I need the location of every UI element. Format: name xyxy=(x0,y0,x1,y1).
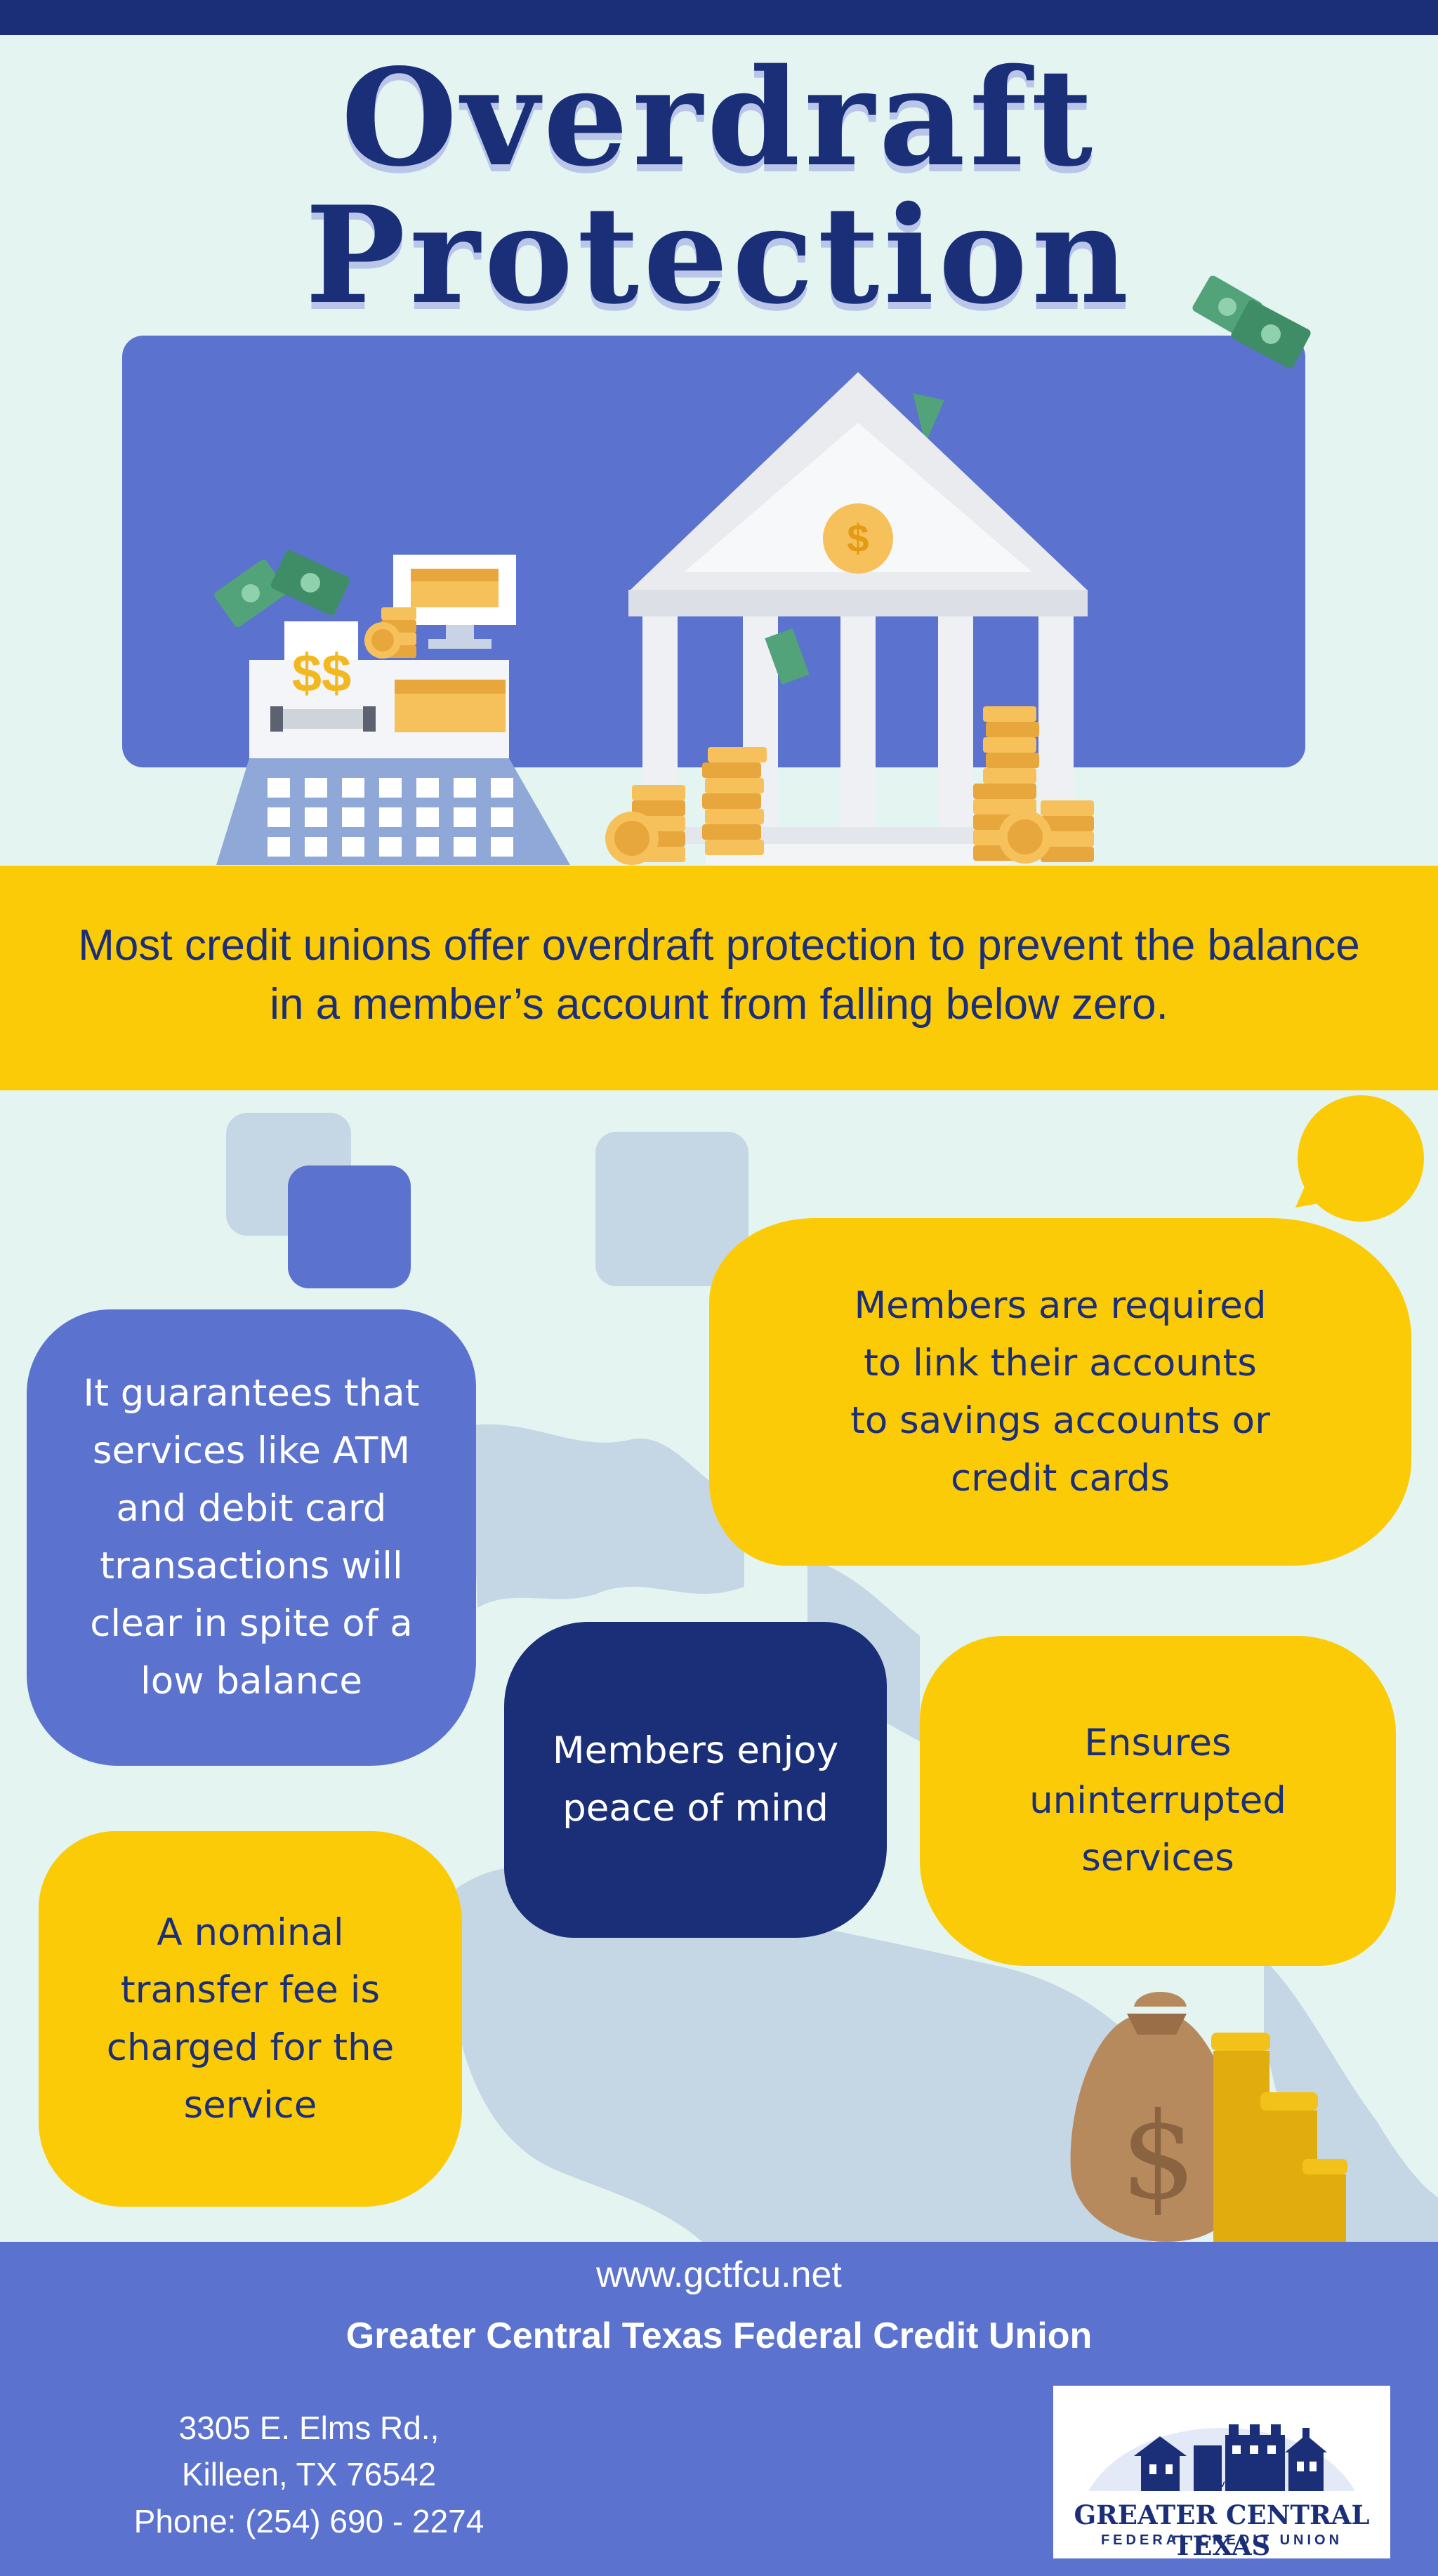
cash-register-icon xyxy=(214,550,570,865)
info-bubble-transfer-fee: A nominal transfer fee is charged for th… xyxy=(39,1831,462,2207)
bubble-line: peace of mind xyxy=(562,1787,829,1830)
info-bubble-peace-of-mind: Members enjoy peace of mind xyxy=(504,1622,887,1938)
address-line-1: 3305 E. Elms Rd., xyxy=(178,2410,440,2446)
bubble-line: to savings accounts or xyxy=(850,1399,1270,1442)
logo-skyline-icon xyxy=(1088,2424,1355,2491)
website-link[interactable]: www.gctfcu.net xyxy=(596,2254,842,2295)
address-line-2: Killeen, TX 76542 xyxy=(181,2456,437,2492)
bubble-line: charged for the xyxy=(106,2026,395,2069)
intro-band xyxy=(0,866,1438,1090)
bubble-line: services like ATM xyxy=(92,1429,411,1472)
bubble-line: Ensures xyxy=(1084,1722,1232,1764)
credit-union-logo xyxy=(1053,2386,1390,2558)
info-bubble-uninterrupted: Ensures uninterrupted services xyxy=(920,1636,1396,1966)
organization-name: Greater Central Texas Federal Credit Uni… xyxy=(345,2316,1093,2356)
phone-number: Phone: (254) 690 - 2274 xyxy=(133,2503,484,2539)
coin-stacks-icon xyxy=(605,706,1094,865)
bubble-line: to link their accounts xyxy=(864,1341,1257,1385)
bubble-line: service xyxy=(183,2083,317,2127)
bubble-line: clear in spite of a xyxy=(90,1602,413,1645)
top-bar xyxy=(0,0,1438,35)
bubble-line: A nominal xyxy=(157,1910,344,1954)
title-line-1: Overdraft xyxy=(341,39,1097,196)
bubble-line: services xyxy=(1081,1837,1234,1880)
decorative-square xyxy=(288,1165,411,1288)
money-bag-dollar-glyph: $ xyxy=(1121,2087,1196,2226)
intro-text: Most credit unions offer overdraft prote… xyxy=(78,921,1360,1029)
decorative-background: $ xyxy=(226,1095,1438,2242)
bubble-line: and debit card xyxy=(116,1487,387,1530)
bubble-line: transactions will xyxy=(100,1545,403,1587)
info-bubble-guarantee: It guarantees that services like ATM and… xyxy=(27,1309,476,1766)
logo-serving-text: SERVING xyxy=(1201,2481,1242,2489)
money-bag-icon xyxy=(1070,1992,1347,2242)
bubble-line: It guarantees that xyxy=(83,1372,420,1415)
page-title: Overdraft Protection xyxy=(0,49,1438,324)
speech-bubble-icon xyxy=(1295,1095,1424,1222)
bubble-line: low balance xyxy=(140,1660,362,1703)
register-dollar-glyph: $$ xyxy=(292,644,352,704)
logo-name-text: GREATER CENTRAL TEXAS xyxy=(1074,2499,1370,2561)
bubble-line: Members enjoy xyxy=(552,1729,839,1772)
bubble-line: credit cards xyxy=(950,1456,1170,1500)
title-line-2: Protection xyxy=(305,177,1133,333)
bank-dollar-glyph: $ xyxy=(847,516,869,560)
hero-illustration: $ xyxy=(214,275,1311,865)
bubble-line: Members are required xyxy=(854,1283,1267,1327)
logo-sub-text: FEDERAL CREDIT UNION xyxy=(1100,2532,1343,2548)
cash-bill-icon xyxy=(1192,275,1311,369)
bubble-line: uninterrupted xyxy=(1029,1779,1286,1822)
info-bubble-link-accounts: Members are required to link their accou… xyxy=(709,1218,1411,1566)
bubble-line: transfer fee is xyxy=(120,1968,381,2012)
